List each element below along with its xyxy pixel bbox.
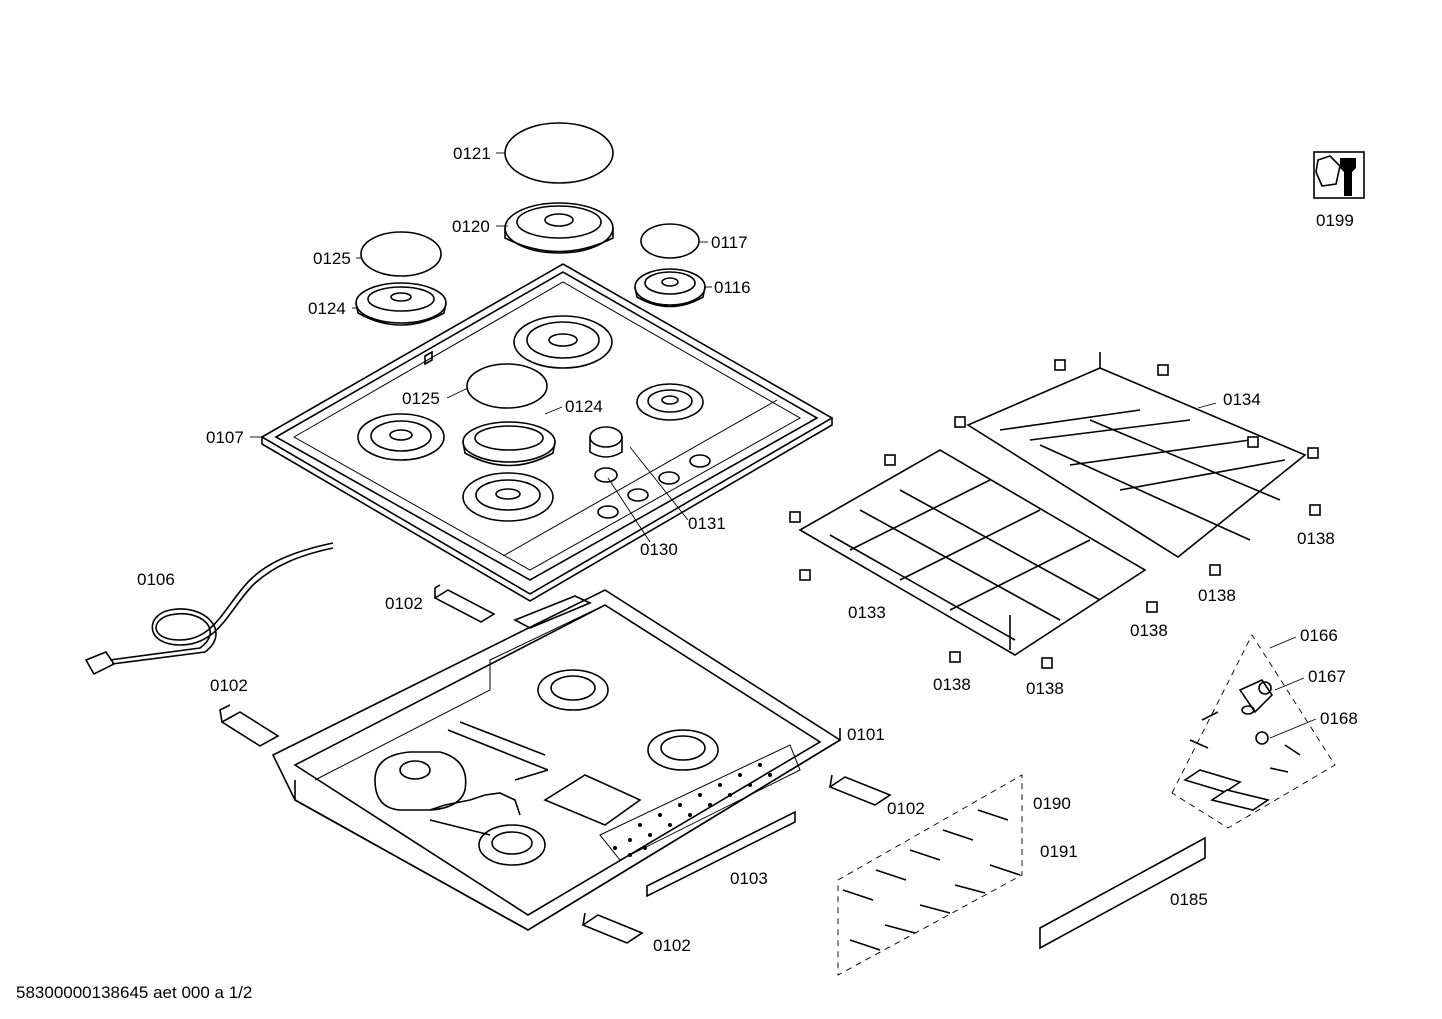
part-label-0166: 0166	[1300, 626, 1338, 645]
part-label-0138: 0138	[1297, 529, 1335, 548]
part-label-0102: 0102	[887, 799, 925, 818]
part-label-0125: 0125	[402, 389, 440, 408]
burner-cap-small	[640, 223, 700, 259]
part-label-0168: 0168	[1320, 709, 1358, 728]
part-label-0133: 0133	[848, 603, 886, 622]
part-label-0167: 0167	[1308, 667, 1346, 686]
part-label-0102: 0102	[385, 594, 423, 613]
burner-head-medium	[355, 282, 447, 326]
part-label-0124: 0124	[565, 397, 603, 416]
pan-support-right	[966, 352, 1307, 558]
conversion-kit-group	[1171, 634, 1336, 829]
part-label-0117: 0117	[711, 233, 748, 252]
part-label-0107: 0107	[206, 428, 244, 447]
rubber-foot	[789, 359, 1321, 669]
wrench-nut-icon	[1313, 151, 1365, 199]
part-label-0125: 0125	[313, 249, 351, 268]
part-label-0102: 0102	[653, 936, 691, 955]
hob-top-panel	[260, 263, 834, 602]
part-label-0121: 0121	[453, 144, 491, 163]
burner-head-small	[634, 268, 706, 308]
mounting-bracket	[581, 912, 644, 944]
part-label-0116: 0116	[714, 278, 751, 297]
part-label-0191: 0191	[1040, 842, 1078, 861]
pan-support-left	[798, 449, 1147, 656]
mounting-bracket	[433, 584, 496, 623]
burner-cap-large	[504, 122, 614, 184]
part-label-0138: 0138	[1026, 679, 1064, 698]
seal-strip	[646, 810, 796, 898]
burner-head-large	[504, 202, 614, 254]
hob-base-trough	[271, 589, 842, 931]
adhesive-strip	[1039, 836, 1206, 950]
part-label-0138: 0138	[1130, 621, 1168, 640]
part-label-0101: 0101	[847, 725, 885, 744]
mounting-bracket	[219, 704, 280, 747]
part-label-0138: 0138	[1198, 586, 1236, 605]
power-cable	[84, 542, 334, 676]
screw-set	[837, 774, 1023, 976]
part-label-0106: 0106	[137, 570, 175, 589]
burner-cap-medium	[360, 231, 442, 277]
part-label-0134: 0134	[1223, 390, 1261, 409]
mounting-bracket	[828, 774, 892, 806]
part-label-0138: 0138	[933, 675, 971, 694]
part-label-0103: 0103	[730, 869, 768, 888]
part-label-0102: 0102	[210, 676, 248, 695]
part-label-0130: 0130	[640, 540, 678, 559]
part-label-0131: 0131	[688, 514, 726, 533]
part-label-0124: 0124	[308, 299, 346, 318]
part-label-0185: 0185	[1170, 890, 1208, 909]
leader-lines	[250, 152, 1317, 739]
document-id-footer: 58300000138645 aet 000 a 1/2	[16, 983, 253, 1002]
part-label-0199: 0199	[1316, 211, 1354, 230]
part-label-0190: 0190	[1033, 794, 1071, 813]
part-label-0120: 0120	[452, 217, 490, 236]
